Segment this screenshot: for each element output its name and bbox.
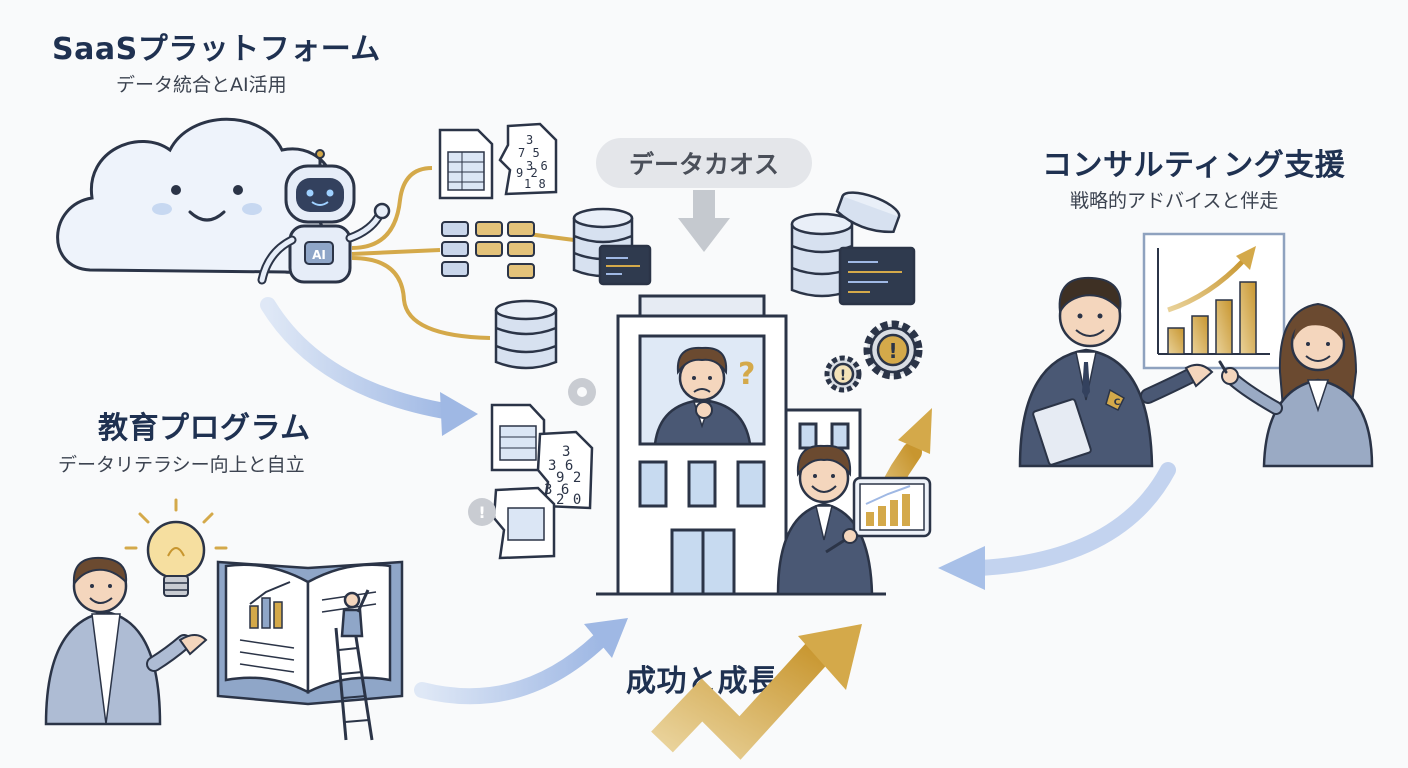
doc-number: 1 8 bbox=[524, 177, 546, 191]
chaos-doc-number: 3 bbox=[562, 444, 570, 460]
consulting-title: コンサルティング支援 bbox=[1042, 148, 1346, 183]
exclamation-icon-small: ! bbox=[478, 503, 485, 522]
consultant-badge-letter: C bbox=[1114, 398, 1121, 408]
chaos-doc-number: 9 2 bbox=[556, 470, 581, 486]
confused-person-window bbox=[638, 334, 766, 446]
doc-number: 3 6 bbox=[526, 159, 548, 173]
robot-ai-badge: AI bbox=[312, 248, 326, 262]
chaos-doc-number: 2 0 bbox=[556, 492, 581, 508]
database-icon bbox=[572, 207, 652, 286]
data-blocks-icon bbox=[441, 221, 535, 279]
exclamation-icon: ! bbox=[888, 339, 897, 363]
gear-warning-icon bbox=[824, 320, 923, 393]
growth-arrow-large bbox=[651, 624, 862, 760]
torn-number-doc-icon bbox=[498, 122, 558, 196]
data-chaos-label: データカオス bbox=[596, 138, 812, 188]
consultant-woman bbox=[1218, 302, 1374, 468]
flow-arrow-education-to-center bbox=[414, 618, 628, 705]
student-man bbox=[44, 556, 208, 726]
database-code-icon bbox=[790, 191, 916, 306]
chaos-doc-number: 3 6 bbox=[548, 458, 573, 474]
doc-number: 9 2 bbox=[516, 166, 538, 180]
happy-businessman bbox=[776, 444, 932, 596]
chaos-doc-number: 3 6 bbox=[544, 482, 569, 498]
education-subtitle: データリテラシー向上と自立 bbox=[58, 454, 305, 476]
open-book-icon bbox=[216, 560, 404, 741]
chaos-doc-icon bbox=[490, 403, 594, 560]
consulting-subtitle: 戦略的アドバイスと伴走 bbox=[1070, 190, 1279, 212]
data-connection-lines bbox=[351, 166, 575, 340]
saas-subtitle: データ統合とAI活用 bbox=[116, 74, 287, 96]
down-arrow-icon bbox=[678, 190, 730, 252]
flow-arrow-saas-to-center bbox=[260, 297, 478, 436]
question-mark-icon: ? bbox=[738, 357, 755, 392]
flow-arrow-consulting-to-center bbox=[938, 462, 1176, 590]
consultant-man bbox=[1018, 276, 1214, 468]
database-icon-lower bbox=[494, 299, 558, 370]
spreadsheet-doc-icon bbox=[438, 128, 494, 200]
lightbulb-icon bbox=[124, 498, 228, 597]
education-title: 教育プログラム bbox=[98, 411, 311, 446]
saas-title: SaaSプラットフォーム bbox=[52, 32, 381, 67]
doc-number: 7 5 bbox=[518, 146, 540, 160]
exclamation-icon: ! bbox=[840, 368, 846, 384]
ai-robot-icon bbox=[257, 149, 391, 285]
consulting-chart-board bbox=[1142, 232, 1286, 370]
doc-number: 3 bbox=[526, 133, 533, 147]
gear-icon-small bbox=[468, 378, 596, 526]
